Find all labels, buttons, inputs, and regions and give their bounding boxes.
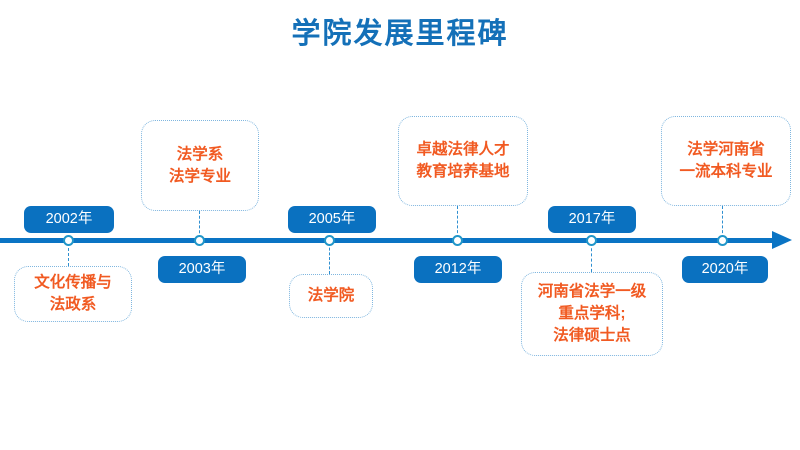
content-line: 法政系	[49, 296, 97, 313]
content-line: 河南省法学一级	[537, 283, 647, 300]
content-box-2020[interactable]: 法学河南省 一流本科专业	[661, 116, 791, 206]
connector-2005	[329, 243, 330, 274]
connector-2012	[457, 206, 458, 238]
year-badge-2020[interactable]: 2020年	[682, 256, 768, 283]
year-badge-2003[interactable]: 2003年	[158, 256, 246, 283]
connector-2017	[591, 243, 592, 272]
content-line: 重点学科;	[558, 305, 626, 322]
content-box-2012[interactable]: 卓越法律人才 教育培养基地	[398, 116, 528, 206]
timeline-marker	[323, 235, 335, 246]
page-title: 学院发展里程碑	[291, 18, 509, 50]
year-badge-2017[interactable]: 2017年	[548, 206, 636, 233]
timeline-marker	[585, 235, 597, 246]
timeline-marker	[62, 235, 74, 246]
timeline-marker	[716, 235, 728, 246]
content-line: 法学院	[307, 287, 355, 304]
content-box-2002[interactable]: 文化传播与 法政系	[14, 266, 132, 322]
content-line: 法学专业	[168, 167, 231, 185]
year-badge-2002[interactable]: 2002年	[24, 206, 114, 233]
timeline-marker	[193, 235, 205, 246]
connector-2003	[199, 211, 200, 238]
timeline-axis	[0, 238, 780, 243]
content-box-2003[interactable]: 法学系 法学专业	[141, 120, 259, 211]
connector-2020	[722, 206, 723, 238]
content-line: 一流本科专业	[679, 163, 773, 180]
year-badge-2005[interactable]: 2005年	[288, 206, 376, 233]
timeline-arrow-icon	[772, 231, 792, 249]
timeline-marker	[451, 235, 463, 246]
connector-2002	[68, 243, 69, 266]
content-line: 法律硕士点	[553, 327, 631, 344]
content-line: 教育培养基地	[416, 163, 510, 180]
content-line: 法学河南省	[687, 141, 765, 158]
content-line: 文化传播与	[34, 274, 112, 291]
content-line: 卓越法律人才	[416, 141, 510, 158]
content-box-2005[interactable]: 法学院	[289, 274, 373, 318]
year-badge-2012[interactable]: 2012年	[414, 256, 502, 283]
content-line: 法学系	[176, 145, 224, 163]
content-box-2017[interactable]: 河南省法学一级 重点学科; 法律硕士点	[521, 272, 663, 356]
